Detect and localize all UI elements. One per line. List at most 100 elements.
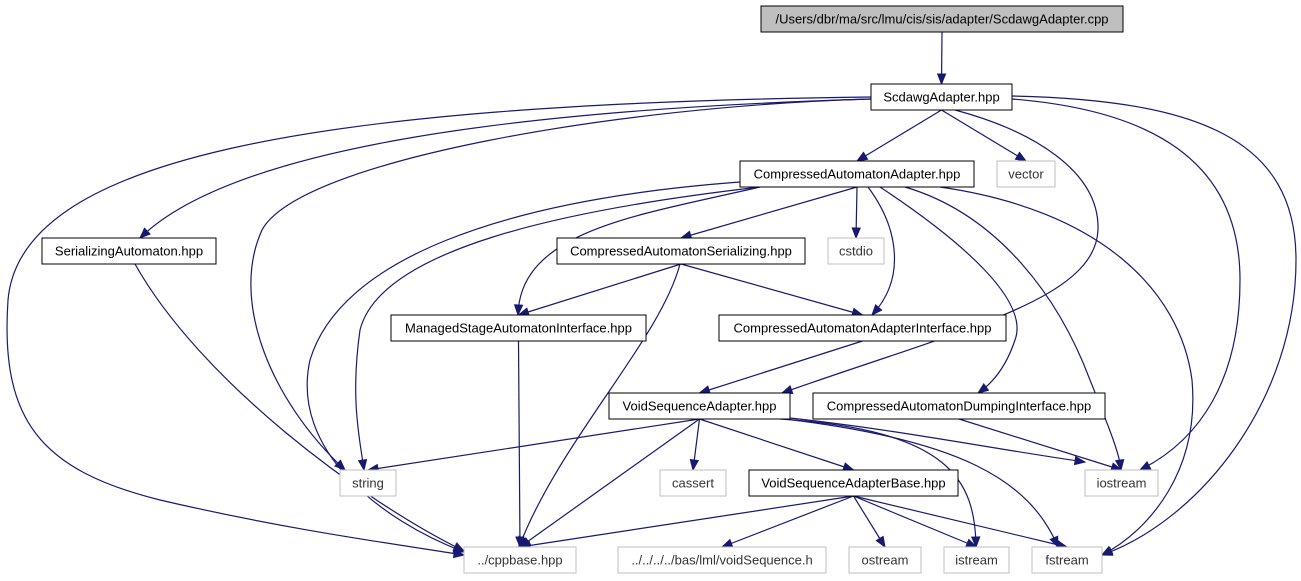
edge-caa-to-caai [867, 186, 896, 316]
node-vsa[interactable]: VoidSequenceAdapter.hpp [608, 392, 791, 420]
node-label: cassert [672, 476, 714, 491]
edge-arrowhead [855, 151, 869, 162]
node-label: VoidSequenceAdapter.hpp [623, 399, 777, 414]
node-msai[interactable]: ManagedStageAutomatonInterface.hpp [390, 314, 647, 342]
node-box [463, 546, 577, 574]
edge-vsab-to-cppbase [519, 495, 854, 548]
edge-serial-to-cppbase [134, 263, 465, 552]
edge-arrowhead [875, 535, 886, 549]
edge-cadi-to-iostream [958, 418, 1122, 471]
edge-caa-to-cppbase [306, 181, 741, 553]
node-box [739, 160, 975, 188]
edge-caa-to-msai [517, 186, 761, 316]
edge-arrowhead [720, 538, 734, 548]
nodes-layer: /Users/dbr/ma/src/lmu/cis/sis/adapter/Sc… [41, 5, 1159, 574]
edge-arrowhead [1100, 545, 1114, 556]
node-label: vector [1008, 167, 1044, 182]
node-label: istream [955, 553, 998, 568]
edge-arrowhead [970, 536, 981, 549]
node-iostream: iostream [1084, 469, 1159, 497]
edge-arrowhead [1114, 458, 1125, 472]
node-label: fstream [1045, 553, 1088, 568]
node-box [760, 5, 1124, 33]
edge-vsa-to-istream [779, 418, 977, 548]
edge-caa-to-iostream [904, 186, 1122, 471]
node-label: ../../../../bas/lml/voidSequence.h [631, 553, 812, 568]
edge-scdawg-to-cppbase [6, 96, 872, 556]
edge-vsab-to-voidseq [721, 495, 854, 548]
node-box [617, 546, 827, 574]
node-root[interactable]: /Users/dbr/ma/src/lmu/cis/sis/adapter/Sc… [760, 5, 1124, 33]
node-box [390, 314, 647, 342]
edge-vsa-to-vsab [699, 418, 854, 471]
node-vsab[interactable]: VoidSequenceAdapterBase.hpp [748, 469, 959, 497]
node-label: cstdio [839, 244, 873, 259]
node-box [608, 392, 791, 420]
node-string: string [339, 469, 397, 497]
edge-arrowhead [1014, 151, 1028, 162]
node-cas[interactable]: CompressedAutomatonSerializing.hpp [556, 237, 806, 265]
node-cadi[interactable]: CompressedAutomatonDumpingInterface.hpp [812, 392, 1106, 420]
edge-caa-to-cadi [879, 186, 1018, 394]
node-label: CompressedAutomatonAdapterInterface.hpp [734, 321, 992, 336]
edge-cas-to-cppbase [518, 263, 681, 548]
node-label: ManagedStageAutomatonInterface.hpp [405, 321, 632, 336]
edge-arrowhead [976, 382, 990, 394]
edge-arrowhead [871, 303, 883, 317]
edge-arrowhead [452, 542, 466, 552]
node-box [1031, 546, 1103, 574]
node-ostream: ostream [848, 546, 922, 574]
edge-scdawg-to-fstream [1011, 95, 1297, 556]
node-voidseq: ../../../../bas/lml/voidSequence.h [617, 546, 827, 574]
edge-vsa-to-cppbase [519, 418, 700, 548]
edge-arrowhead [1073, 455, 1087, 466]
node-label: VoidSequenceAdapterBase.hpp [761, 476, 945, 491]
node-label: iostream [1097, 476, 1147, 491]
edge-scdawg-to-serial [139, 98, 872, 239]
node-box [943, 546, 1010, 574]
node-cassert: cassert [659, 469, 727, 497]
node-label: CompressedAutomatonAdapter.hpp [754, 167, 961, 182]
node-label: CompressedAutomatonSerializing.hpp [570, 244, 792, 259]
edge-cas-to-caai [680, 263, 863, 316]
edge-scdawg-to-caa [856, 109, 942, 162]
edge-scdawg-to-string [250, 98, 872, 471]
edge-arrowhead [515, 536, 525, 549]
edge-caa-to-fstream [939, 186, 1194, 556]
edge-caai-to-vsa [699, 340, 863, 394]
node-serial[interactable]: SerializingAutomaton.hpp [41, 237, 217, 265]
node-box [848, 546, 922, 574]
node-caai[interactable]: CompressedAutomatonAdapterInterface.hpp [718, 314, 1007, 342]
node-box [556, 237, 806, 265]
edge-vsab-to-istream [853, 495, 977, 548]
edge-arrowhead [689, 458, 700, 472]
node-label: SerializingAutomaton.hpp [55, 244, 203, 259]
edge-arrowhead [357, 458, 368, 472]
edge-cas-to-msai [518, 263, 682, 316]
node-label: ostream [862, 553, 909, 568]
node-box [996, 160, 1056, 188]
edge-msai-to-cppbase [517, 340, 521, 548]
node-label: ../cppbase.hpp [477, 553, 562, 568]
edge-scdawg-to-vector [941, 109, 1027, 162]
edge-arrowhead [139, 227, 151, 239]
edge-scdawg-to-iostream [1011, 98, 1241, 471]
edge-vsa-to-iostream [789, 417, 1086, 463]
node-label: CompressedAutomatonDumpingInterface.hpp [827, 399, 1091, 414]
node-scdawg[interactable]: ScdawgAdapter.hpp [870, 83, 1013, 111]
node-box [827, 237, 885, 265]
edge-arrowhead [851, 227, 861, 240]
edge-scdawg-to-vsa [781, 109, 1099, 394]
node-box [1084, 469, 1159, 497]
node-fstream: fstream [1031, 546, 1103, 574]
node-box [870, 83, 1013, 111]
node-box [718, 314, 1007, 342]
node-label: string [352, 476, 384, 491]
edge-vsab-to-fstream [853, 495, 1068, 548]
node-cppbase: ../cppbase.hpp [463, 546, 577, 574]
node-vector: vector [996, 160, 1056, 188]
edge-arrowhead [1138, 460, 1152, 471]
edge-vsa-to-string [367, 418, 700, 471]
node-caa[interactable]: CompressedAutomatonAdapter.hpp [739, 160, 975, 188]
